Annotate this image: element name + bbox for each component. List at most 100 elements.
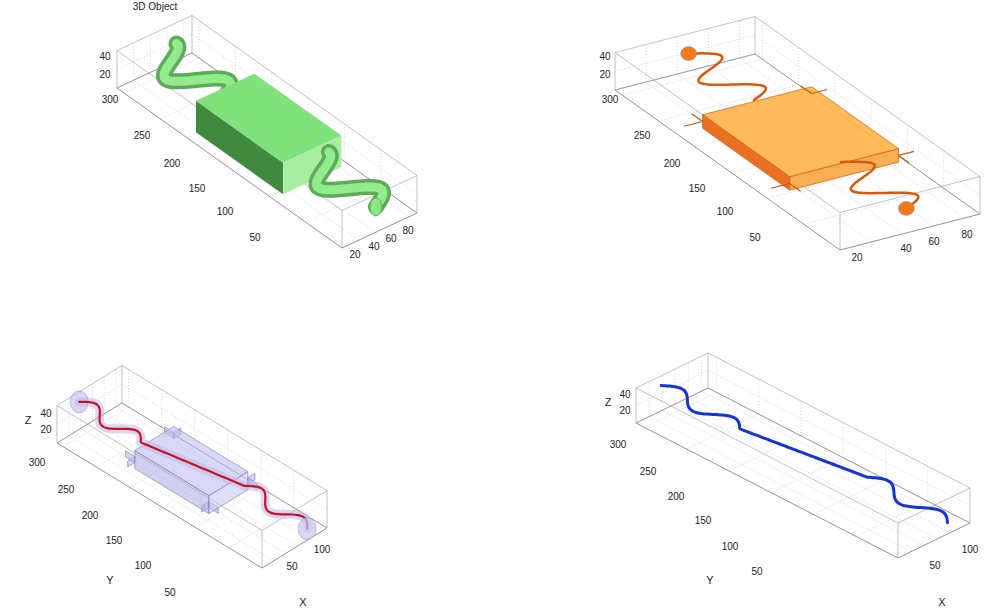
- axis-edge: [980, 177, 981, 215]
- axis-edge: [636, 353, 708, 388]
- flange: [790, 183, 801, 191]
- axes-frame: [57, 366, 327, 569]
- channel-tube: [79, 402, 307, 529]
- thin-channel: [689, 53, 766, 100]
- tick-label: 300: [602, 95, 619, 105]
- tick-label: 50: [286, 562, 297, 572]
- axis-edge: [840, 213, 841, 251]
- axis-edge: [970, 488, 971, 523]
- grid-line: [646, 45, 647, 83]
- grid-line: [649, 382, 650, 417]
- flange: [899, 151, 915, 155]
- tick-label: 50: [929, 561, 940, 571]
- tick-label: 150: [189, 184, 206, 194]
- grid-line: [192, 34, 417, 194]
- tick-label: 200: [668, 492, 685, 502]
- grid-line: [260, 450, 261, 488]
- grid-line: [885, 444, 886, 479]
- axis-edge: [262, 531, 263, 569]
- axes-frame: [615, 17, 980, 251]
- grid-line: [688, 398, 950, 533]
- grid-line: [128, 370, 129, 408]
- axis-edge: [122, 403, 327, 528]
- tick-label: 20: [851, 253, 862, 263]
- flange: [692, 114, 703, 122]
- tick-label: 20: [349, 250, 360, 260]
- axis-edge: [898, 523, 970, 558]
- lavender-model: [70, 391, 316, 540]
- flange: [801, 86, 812, 94]
- tick-label: 300: [29, 458, 46, 468]
- axis-edge: [57, 406, 262, 531]
- axis-edge: [636, 388, 898, 523]
- axis-edge: [708, 388, 970, 523]
- axis-edge: [615, 53, 616, 91]
- axis-label: Y: [106, 575, 113, 586]
- tick-label: 100: [135, 561, 152, 571]
- axis-edge: [342, 211, 343, 249]
- grid-line: [636, 371, 708, 406]
- tick-label: 40: [900, 244, 911, 254]
- grid-line: [927, 466, 928, 501]
- grid-line: [907, 125, 908, 162]
- route-line: [661, 386, 947, 523]
- tick-label: 200: [164, 159, 181, 169]
- tick-label: 50: [751, 567, 762, 577]
- tick-label: 50: [749, 233, 760, 243]
- axes-frame: [117, 16, 417, 249]
- flange: [899, 155, 910, 163]
- grid-line: [344, 124, 345, 161]
- axis-edge: [636, 423, 898, 558]
- tick-label: 200: [82, 511, 99, 521]
- tick-label: 200: [664, 159, 681, 169]
- route-line: [79, 402, 307, 529]
- grid-line: [615, 35, 755, 71]
- end-blob: [681, 47, 697, 61]
- tick-label: 20: [599, 70, 610, 80]
- tick-label: 60: [928, 237, 939, 247]
- axis-edge: [57, 406, 58, 444]
- tick-label: 150: [695, 516, 712, 526]
- tick-label: 100: [722, 542, 739, 552]
- end-blob: [898, 201, 914, 215]
- tick-label: 40: [619, 390, 630, 400]
- grid-line: [161, 390, 162, 428]
- tick-label: 50: [164, 588, 175, 598]
- tick-label: 150: [106, 536, 123, 546]
- flange: [812, 89, 828, 93]
- axis-edge: [57, 403, 122, 443]
- axes-frame: [636, 353, 970, 558]
- grid-line: [649, 417, 911, 552]
- grid-line: [739, 21, 740, 59]
- grid-line: [943, 151, 944, 189]
- axis-label: Z: [605, 397, 612, 408]
- tick-label: 60: [385, 234, 396, 244]
- tick-label: 100: [962, 545, 979, 555]
- tick-label: 20: [619, 406, 630, 416]
- flange: [771, 183, 790, 188]
- blue-route: [661, 386, 947, 523]
- tick-label: 80: [961, 230, 972, 240]
- funnel: [298, 518, 316, 540]
- grid-line: [708, 371, 970, 506]
- orange-object: [681, 47, 919, 216]
- axis-label: Y: [706, 575, 713, 586]
- tick-label: 40: [368, 242, 379, 252]
- tick-label: 100: [314, 545, 331, 555]
- tick-label: 20: [99, 70, 110, 80]
- axis-edge: [122, 366, 123, 404]
- axis-edge: [755, 17, 756, 55]
- tick-label: 40: [599, 52, 610, 62]
- plot-title: 3D Object: [133, 2, 177, 12]
- grid-line: [677, 74, 902, 234]
- tick-label: 250: [58, 485, 75, 495]
- fin: [126, 451, 135, 463]
- tick-label: 20: [40, 425, 51, 435]
- tick-label: 100: [217, 207, 234, 217]
- tick-label: 80: [402, 226, 413, 236]
- tick-label: 300: [610, 440, 627, 450]
- grid-line: [662, 410, 924, 545]
- flange: [684, 121, 703, 126]
- axis-label: Z: [25, 415, 32, 426]
